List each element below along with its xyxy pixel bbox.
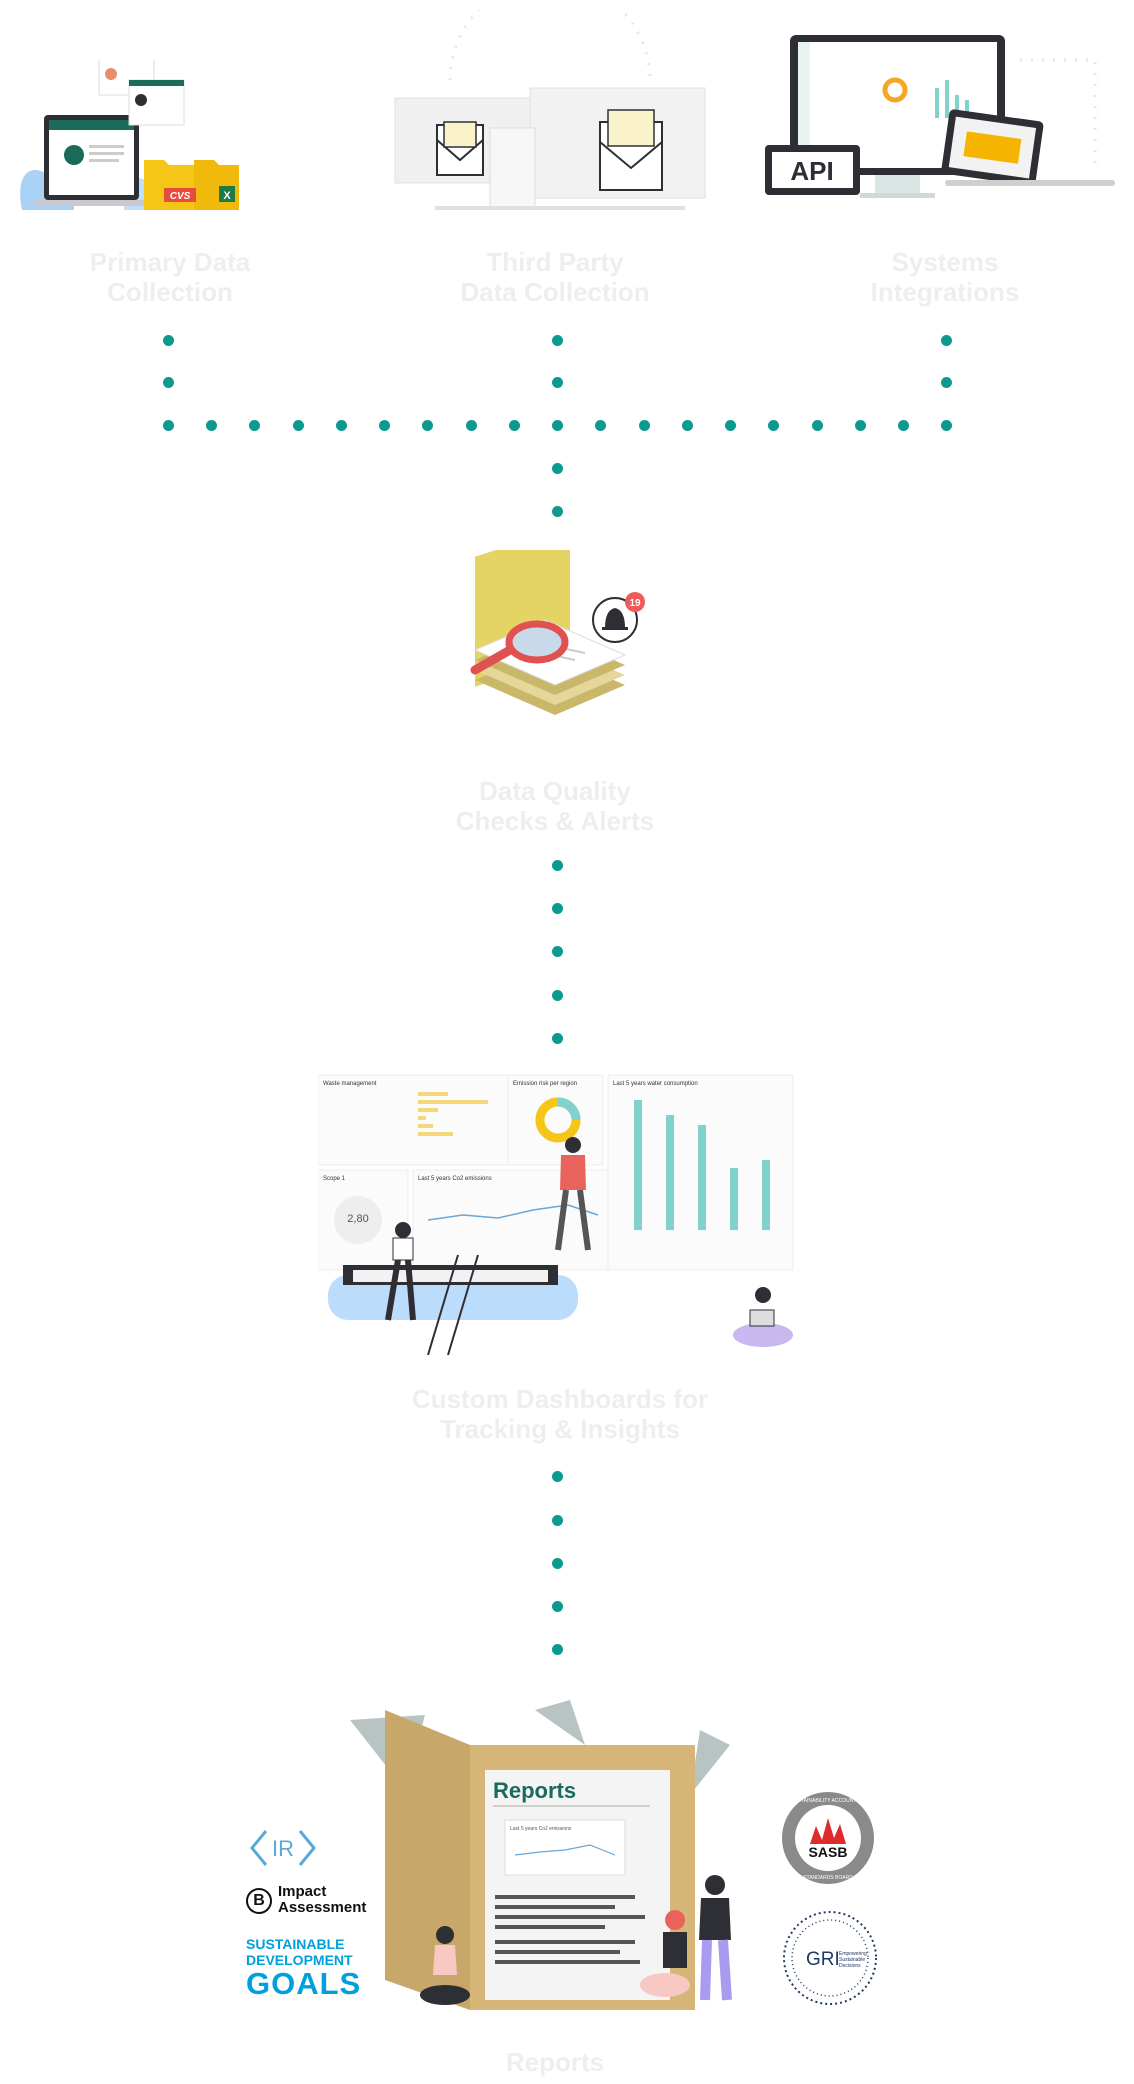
connector-dot xyxy=(552,506,563,517)
connector-dot xyxy=(552,990,563,1001)
data-quality-label-line1: Data Quality xyxy=(479,776,631,806)
connector-dot xyxy=(293,420,304,431)
reports-illustration: Reports Last 5 years Co2 emissions xyxy=(345,1700,775,2020)
connector-dot xyxy=(509,420,520,431)
cvs-folder-label: CVS xyxy=(170,191,191,202)
panel-scope-value: 2,80 xyxy=(347,1213,368,1225)
connector-dot xyxy=(163,377,174,388)
b-impact-logo: B Impact Assessment xyxy=(246,1884,371,1924)
sasb-logo: SASB SUSTAINABILITY ACCOUNTING STANDARDS… xyxy=(780,1790,876,1886)
connector-dot xyxy=(855,420,866,431)
connector-dot xyxy=(466,420,477,431)
connector-dot xyxy=(163,420,174,431)
third-party-graphic xyxy=(394,0,706,210)
connector-dot xyxy=(725,420,736,431)
gri-tag-1: Empowering xyxy=(839,1951,867,1957)
systems-label-line1: Systems xyxy=(891,247,999,277)
panel-water-title: Last 5 years water consumption xyxy=(613,1081,698,1087)
sasb-logo-text: SASB xyxy=(809,1844,848,1860)
data-quality-label: Data Quality Checks & Alerts xyxy=(425,776,685,836)
connector-dot xyxy=(552,946,563,957)
connector-dot xyxy=(552,1558,563,1569)
reports-board-title: Reports xyxy=(493,1778,576,1803)
connector-dot xyxy=(552,377,563,388)
connector-dot xyxy=(552,335,563,346)
connector-dot xyxy=(682,420,693,431)
connector-dot xyxy=(639,420,650,431)
excel-folder-label: X xyxy=(223,190,231,202)
data-quality-illustration: 19 xyxy=(465,525,665,740)
connector-dot xyxy=(379,420,390,431)
ir-logo: IR xyxy=(248,1825,318,1871)
gri-tag-2: Sustainable xyxy=(839,1957,865,1963)
panel-emissions-title: Emission risk per region xyxy=(513,1081,577,1087)
connector-dot xyxy=(941,335,952,346)
gri-logo-text: GRI xyxy=(806,1949,840,1970)
sasb-ring-top: SUSTAINABILITY ACCOUNTING xyxy=(791,1798,866,1804)
reports-board-chart-title: Last 5 years Co2 emissions xyxy=(510,1826,572,1832)
connector-dot xyxy=(941,377,952,388)
panel-co2-title: Last 5 years Co2 emissions xyxy=(418,1176,492,1182)
panel-scope-title: Scope 1 xyxy=(323,1176,346,1182)
ir-logo-text: IR xyxy=(272,1836,294,1861)
third-party-label: Third Party Data Collection xyxy=(425,247,685,307)
connector-dot xyxy=(552,860,563,871)
gri-tag-3: Decisions xyxy=(839,1963,861,1969)
connector-dot xyxy=(249,420,260,431)
connector-dot xyxy=(552,1644,563,1655)
systems-label: Systems Integrations xyxy=(825,247,1065,307)
alert-badge-count: 19 xyxy=(629,598,641,609)
systems-illustration: API xyxy=(760,30,1130,215)
third-party-illustration xyxy=(390,0,710,215)
third-party-label-line1: Third Party xyxy=(486,247,624,277)
connector-dot xyxy=(768,420,779,431)
systems-label-line2: Integrations xyxy=(870,277,1020,307)
dashboards-graphic: Waste management Emission risk per regio… xyxy=(317,1074,794,1356)
panel-waste-title: Waste management xyxy=(323,1081,377,1087)
connector-dot xyxy=(206,420,217,431)
systems-graphic: API xyxy=(765,35,1115,198)
third-party-label-line2: Data Collection xyxy=(460,277,650,307)
sasb-ring-bottom: STANDARDS BOARD xyxy=(803,1875,853,1881)
sdg-logo: SUSTAINABLE DEVELOPMENT GOALS xyxy=(246,1936,376,2002)
b-impact-line2: Assessment xyxy=(278,1899,367,1916)
reports-label: Reports xyxy=(505,2047,605,2077)
b-impact-line1: Impact xyxy=(278,1883,327,1900)
api-badge-label: API xyxy=(790,156,833,186)
data-quality-label-line2: Checks & Alerts xyxy=(455,806,655,836)
connector-dot xyxy=(552,1515,563,1526)
connector-dot xyxy=(552,1471,563,1482)
data-quality-graphic: 19 xyxy=(470,525,645,715)
primary-data-label-line1: Primary Data xyxy=(89,247,251,277)
connector-dot xyxy=(552,1601,563,1612)
primary-data-label-line2: Collection xyxy=(107,277,233,307)
connector-dot xyxy=(422,420,433,431)
reports-graphic: Reports Last 5 years Co2 emissions xyxy=(350,1700,732,2010)
primary-data-label: Primary Data Collection xyxy=(40,247,300,307)
connector-dot xyxy=(812,420,823,431)
primary-data-illustration: CVS X xyxy=(14,54,244,220)
gri-logo: GRI Empowering Sustainable Decisions xyxy=(782,1910,878,2006)
b-corp-icon: B xyxy=(246,1888,272,1914)
connector-dot xyxy=(552,463,563,474)
connector-dot xyxy=(552,1033,563,1044)
dashboards-label-line2: Tracking & Insights xyxy=(440,1414,680,1444)
connector-dot xyxy=(941,420,952,431)
connector-dot xyxy=(898,420,909,431)
connector-dot xyxy=(552,903,563,914)
sdg-line1: SUSTAINABLE xyxy=(246,1936,345,1952)
connector-dot xyxy=(163,335,174,346)
primary-data-graphic: CVS X xyxy=(20,54,239,210)
dashboards-illustration: Waste management Emission risk per regio… xyxy=(317,1070,798,1356)
dashboards-label-line1: Custom Dashboards for xyxy=(411,1384,709,1414)
connector-dot xyxy=(336,420,347,431)
sdg-line3: GOALS xyxy=(246,1966,362,2001)
connector-dot xyxy=(552,420,563,431)
connector-dot xyxy=(595,420,606,431)
dashboards-label: Custom Dashboards for Tracking & Insight… xyxy=(380,1384,740,1444)
sdg-line2: DEVELOPMENT xyxy=(246,1952,353,1968)
